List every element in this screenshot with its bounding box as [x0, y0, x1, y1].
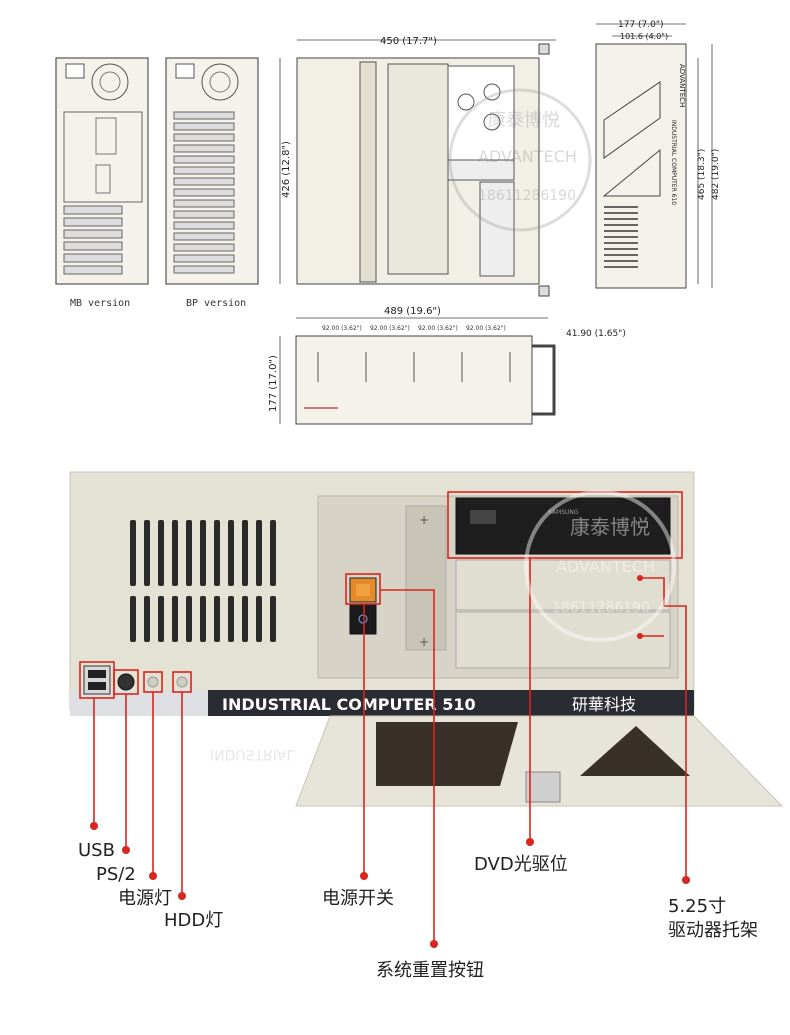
callout-lines [93, 558, 687, 944]
drive-bay-1[interactable] [455, 559, 671, 611]
side-pitch-2: 92.00 (3.62") [370, 325, 410, 332]
side-handle-dimension: 41.90 (1.65") [566, 329, 626, 339]
side-pitch-4: 92.00 (3.62") [466, 325, 506, 332]
front-inner-width-dimension: 101.6 (4.0") [620, 32, 668, 41]
ps2-port[interactable] [117, 673, 135, 691]
label-ps2: PS/2 [96, 864, 136, 885]
watermark-top: 康泰博悦 ADVANTECH 18611286190 [448, 88, 592, 232]
side-view-drawing: 489 (19.6") 41.90 (1.65") 92.00 (3.62") … [268, 306, 626, 425]
top-width-dimension: 450 (17.7") [380, 36, 437, 47]
callout-dots [90, 575, 690, 948]
side-height-dimension: 177 (17.0") [268, 355, 279, 412]
dvd-brand: SAMSUNG [548, 509, 579, 516]
svg-text:+: + [419, 513, 429, 527]
front-outer-width-dimension: 177 (7.0") [618, 20, 664, 30]
front-outer-height-dimension: 482 (19.0") [711, 149, 721, 200]
bp-version-rear-view [165, 57, 259, 285]
label-bay-line2: 驱动器托架 [668, 920, 758, 941]
drive-bay-2[interactable] [455, 611, 671, 669]
mb-version-caption: MB version [70, 298, 130, 309]
front-panel-brand: ADVANTECH [678, 64, 686, 107]
dvd-drive[interactable] [455, 497, 671, 555]
svg-text:+: + [419, 635, 429, 649]
chassis-front-photo: + + SAMSUNG INDUSTRIAL COMPUTER 510 研華科技… [69, 471, 784, 981]
front-vent-grille [130, 520, 276, 642]
top-view-drawing: 450 (17.7") 426 (12.8") [279, 36, 556, 297]
label-hdd-led: HDD灯 [164, 910, 223, 931]
watermark-bottom-en: ADVANTECH [556, 557, 655, 576]
front-bar-chinese-brand: 研華科技 [572, 695, 636, 714]
label-reset-button: 系统重置按钮 [376, 960, 484, 981]
label-usb: USB [78, 840, 115, 861]
front-inner-height-dimension: 465 (18.3") [697, 149, 707, 200]
side-length-dimension: 489 (19.6") [384, 306, 441, 317]
label-power-led: 电源灯 [118, 888, 172, 909]
mb-version-rear-view [55, 57, 149, 285]
top-depth-dimension: 426 (12.8") [281, 141, 292, 198]
label-bay-line1: 5.25寸 [668, 896, 726, 917]
hdd-led [176, 676, 188, 688]
power-led [147, 676, 159, 688]
label-dvd-bay: DVD光驱位 [474, 854, 568, 875]
front-panel-model: INDUSTRIAL COMPUTER 610 [670, 120, 677, 205]
bp-version-caption: BP version [186, 298, 246, 309]
svg-text:INDUSTRIAL: INDUSTRIAL [210, 746, 295, 762]
reset-button[interactable] [349, 603, 377, 635]
watermark-bottom-cn: 康泰博悦 [570, 515, 650, 539]
watermark-bottom: 康泰博悦 ADVANTECH 18611286190 [524, 490, 676, 642]
technical-drawings: MB version BP version 450 (17.7") 426 (1… [55, 20, 721, 425]
front-bar-model-text: INDUSTRIAL COMPUTER 510 [222, 695, 476, 714]
watermark-bottom-phone: 18611286190 [552, 600, 650, 616]
side-pitch-1: 92.00 (3.62") [322, 325, 362, 332]
side-pitch-3: 92.00 (3.62") [418, 325, 458, 332]
front-view-drawing: 177 (7.0") 101.6 (4.0") ADVANTECH INDUST… [595, 20, 721, 289]
watermark-top-en: ADVANTECH [478, 147, 577, 166]
watermark-top-cn: 康泰博悦 [488, 110, 560, 131]
watermark-top-phone: 18611286190 [478, 188, 576, 204]
label-power-switch: 电源开关 [322, 888, 394, 909]
